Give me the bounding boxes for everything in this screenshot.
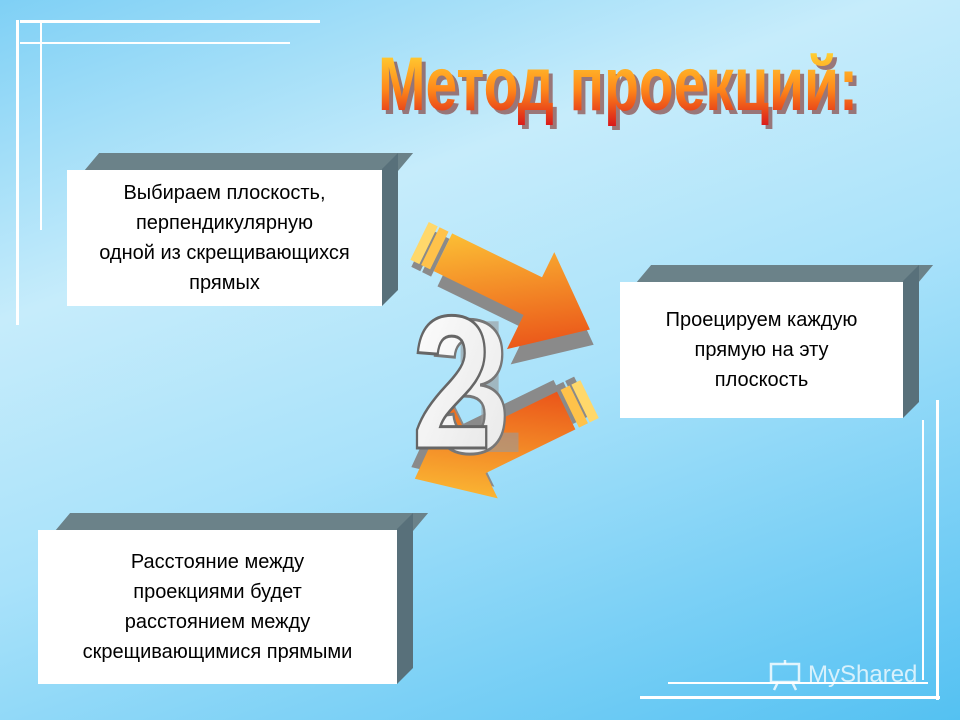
box-step1-side-bevel: [382, 153, 398, 306]
decor-line-top-1: [20, 20, 320, 23]
step-numbers: 1 3 2: [411, 276, 523, 495]
box-step1-line3: одной из скрещивающихся: [99, 242, 350, 264]
box-step2-line2: прямую на эту: [694, 339, 829, 361]
title-shadow: Метод проекций:: [382, 46, 862, 131]
box-step1-top-bevel: [84, 153, 414, 171]
step-number-2: 2: [412, 277, 492, 489]
presentation-board-icon: [769, 660, 801, 691]
decor-line-left-1: [16, 20, 19, 325]
decor-line-left-2: [40, 20, 42, 230]
box-step2-line1: Проецируем каждую: [665, 309, 858, 331]
box-step3-line3: расстоянием между: [124, 611, 311, 633]
box-step2-side-bevel: [903, 265, 919, 418]
watermark-text: MyShared: [808, 661, 918, 688]
box-step2: Проецируем каждую прямую на эту плоскост…: [620, 282, 903, 418]
box-step3-line4: скрещивающимися прямыми: [82, 641, 353, 663]
box-step2-top-bevel: [636, 265, 934, 283]
box-step3-line2: проекциями будет: [133, 581, 302, 603]
decor-line-right-2: [922, 420, 924, 680]
watermark: MyShared: [768, 658, 917, 692]
box-step1-line2: перпендикулярную: [135, 212, 314, 234]
box-step1-line4: прямых: [189, 272, 260, 294]
box-step1-line1: Выбираем плоскость,: [123, 182, 326, 204]
step-number-3: 3: [430, 281, 510, 493]
arrow-step1-to-step2: [410, 222, 594, 365]
decor-line-bottom-1: [640, 696, 940, 699]
box-step3: Расстояние между проекциями будет рассто…: [38, 530, 397, 684]
box-step1: Выбираем плоскость, перпендикулярную одн…: [67, 170, 382, 306]
box-step2-line3: плоскость: [714, 369, 809, 391]
step-number-1: 1: [452, 281, 522, 493]
box-step3-side-bevel: [397, 513, 413, 684]
decor-line-right-1: [936, 400, 939, 700]
decor-line-top-2: [20, 42, 290, 44]
arrow-step2-to-step3: [411, 376, 599, 499]
slide-title: Метод проекций: Метод проекций:: [376, 30, 876, 140]
box-step3-line1: Расстояние между: [130, 551, 305, 573]
title-text: Метод проекций:: [378, 42, 858, 127]
box-step3-top-bevel: [55, 513, 429, 531]
